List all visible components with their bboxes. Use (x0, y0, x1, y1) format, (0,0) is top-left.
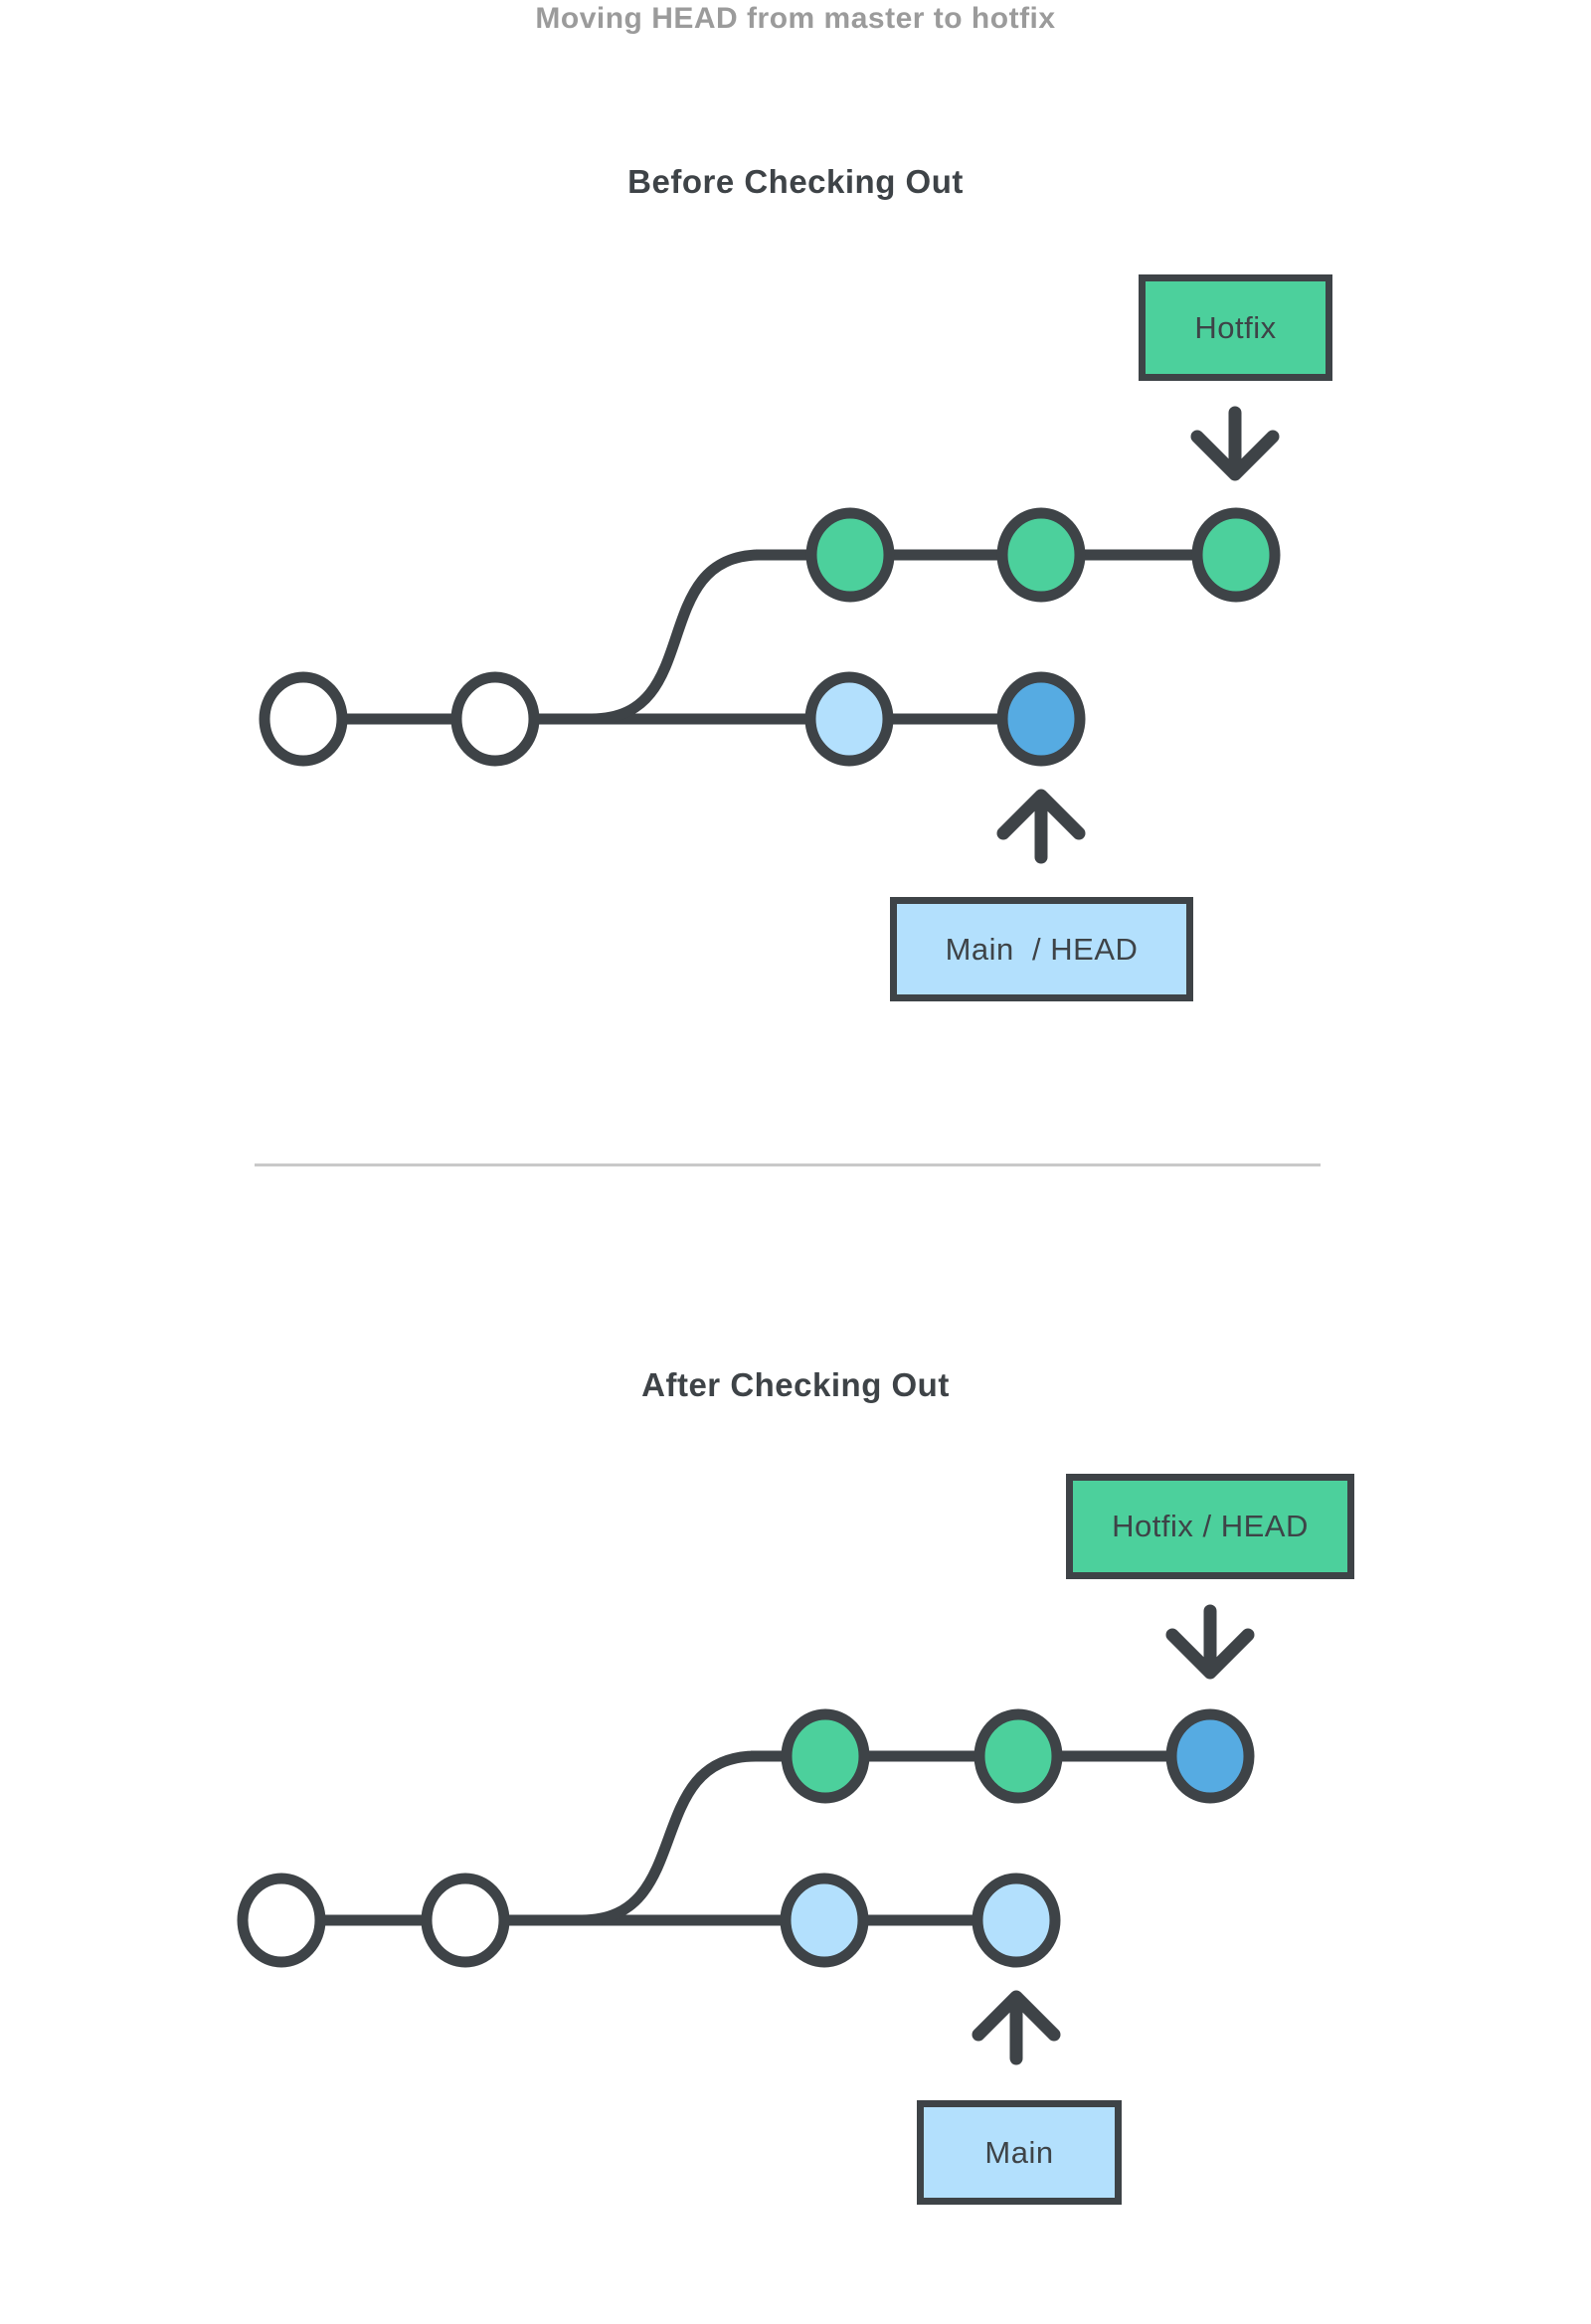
before-commit-node-hotfix-3 (1191, 507, 1281, 603)
hotfix-branch-label: Hotfix (1139, 274, 1332, 381)
after-commit-node-white-1 (237, 1873, 326, 1968)
after-section-heading: After Checking Out (641, 1366, 950, 1403)
before-commit-node-hotfix-2 (996, 507, 1086, 603)
hotfix-head-branch-label-text: Hotfix / HEAD (1112, 1509, 1309, 1543)
after-graph (237, 1708, 1255, 1968)
up-arrow-icon (996, 789, 1086, 864)
before-commit-node-main-head (996, 671, 1086, 767)
after-commit-node-main-2 (972, 1873, 1061, 1968)
down-arrow-icon (1190, 406, 1280, 481)
main-head-branch-label: Main / HEAD (890, 897, 1193, 1001)
page-title: Moving HEAD from master to hotfix (535, 2, 1056, 35)
hotfix-branch-label-text: Hotfix (1194, 309, 1277, 345)
section-divider (255, 1163, 1321, 1166)
after-branch-split-curve (581, 1750, 757, 1926)
before-commit-node-main-1 (804, 671, 894, 767)
after-commit-node-hotfix-2 (973, 1708, 1063, 1804)
after-commit-node-white-2 (421, 1873, 510, 1968)
main-branch-label: Main (917, 2100, 1122, 2205)
before-commit-node-white-1 (259, 671, 348, 767)
before-graph (259, 507, 1281, 767)
before-branch-split-curve (591, 549, 762, 725)
main-head-branch-label-text: Main / HEAD (945, 931, 1139, 967)
main-branch-label-text: Main (984, 2134, 1054, 2170)
up-arrow-icon (972, 1990, 1061, 2065)
down-arrow-icon (1165, 1604, 1255, 1680)
after-commit-node-main-1 (780, 1873, 869, 1968)
hotfix-head-branch-label: Hotfix / HEAD (1066, 1474, 1354, 1579)
after-commit-node-hotfix-1 (781, 1708, 870, 1804)
before-section-heading: Before Checking Out (627, 163, 964, 200)
before-commit-node-hotfix-1 (805, 507, 895, 603)
after-commit-node-hotfix-head (1165, 1708, 1255, 1804)
before-commit-node-white-2 (450, 671, 540, 767)
